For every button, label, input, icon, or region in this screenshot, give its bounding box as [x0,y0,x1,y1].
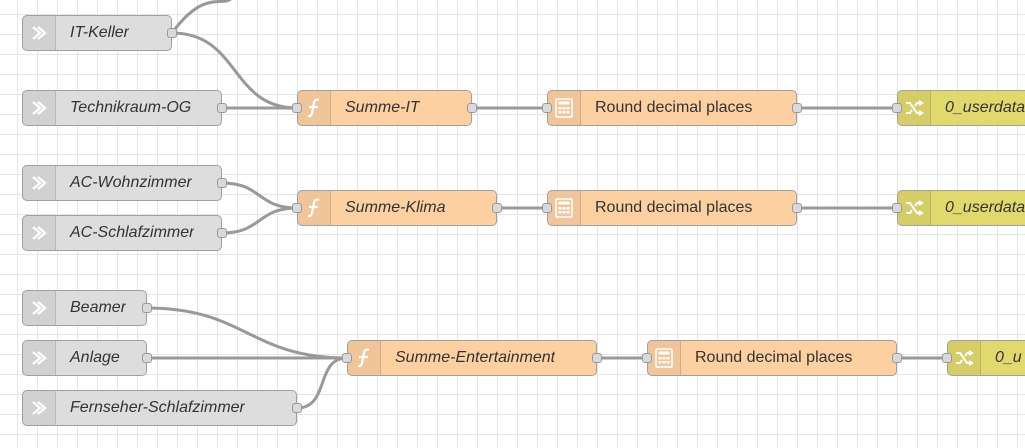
input-port[interactable] [892,103,902,113]
input-port[interactable] [292,203,302,213]
input-port[interactable] [542,103,552,113]
output-port[interactable] [292,403,302,413]
node-label: Beamer [70,299,127,316]
input-port[interactable] [642,353,652,363]
output-port[interactable] [467,103,477,113]
output-port[interactable] [142,353,152,363]
arrow-in-icon [23,16,56,50]
calculator-icon [548,191,581,225]
arrow-in-icon [23,166,56,200]
output-port[interactable] [217,178,227,188]
change-node-userdata-1[interactable]: 0_userdata [892,90,1025,126]
calc-node-round-3[interactable]: Round decimal places [642,340,902,376]
function-icon [298,91,331,125]
calculator-icon [548,91,581,125]
function-node-summe-entertainment[interactable]: Summe-Entertainment [342,340,602,376]
output-port[interactable] [167,28,177,38]
link-in-node-technikraum-og[interactable]: Technikraum-OG [22,90,227,126]
wire[interactable] [296,356,348,410]
shuffle-icon [898,191,931,225]
node-label: Round decimal places [595,99,753,116]
node-label: 0_u [995,349,1022,366]
node-label: 0_userdata [945,199,1025,216]
arrow-in-icon [23,291,56,325]
output-port[interactable] [792,203,802,213]
input-port[interactable] [542,203,552,213]
function-icon [348,341,381,375]
node-label: IT-Keller [70,24,129,41]
node-label: Summe-Entertainment [395,349,556,366]
link-in-node-fernseher-schlafzimmer[interactable]: Fernseher-Schlafzimmer [22,390,302,426]
output-port[interactable] [492,203,502,213]
function-icon [298,191,331,225]
wire[interactable] [221,206,298,235]
link-in-node-it-keller[interactable]: IT-Keller [22,15,177,51]
link-in-node-ac-schlafzimmer[interactable]: AC-Schlafzimmer [22,215,227,251]
wire[interactable] [170,0,232,34]
function-node-summe-it[interactable]: Summe-IT [292,90,477,126]
link-in-node-anlage[interactable]: Anlage [22,340,152,376]
output-port[interactable] [142,303,152,313]
arrow-in-icon [23,341,56,375]
node-label: 0_userdata [945,99,1025,116]
shuffle-icon [948,341,981,375]
calculator-icon [648,341,681,375]
arrow-in-icon [23,391,56,425]
arrow-in-icon [23,91,56,125]
calc-node-round-1[interactable]: Round decimal places [542,90,802,126]
link-in-node-beamer[interactable]: Beamer [22,290,152,326]
change-node-userdata-2[interactable]: 0_userdata [892,190,1025,226]
node-label: Anlage [70,349,120,366]
wire[interactable] [221,181,298,210]
output-port[interactable] [217,228,227,238]
input-port[interactable] [942,353,952,363]
input-port[interactable] [892,203,902,213]
output-port[interactable] [792,103,802,113]
arrow-in-icon [23,216,56,250]
node-label: Fernseher-Schlafzimmer [70,399,245,416]
node-label: AC-Schlafzimmer [70,224,195,241]
link-in-node-ac-wohnzimmer[interactable]: AC-Wohnzimmer [22,165,227,201]
node-label: Round decimal places [695,349,853,366]
node-label: Round decimal places [595,199,753,216]
node-label: Summe-Klima [345,199,446,216]
calc-node-round-2[interactable]: Round decimal places [542,190,802,226]
input-port[interactable] [342,353,352,363]
change-node-userdata-3[interactable]: 0_u [942,340,1025,376]
wire[interactable] [146,306,348,360]
node-label: Technikraum-OG [70,99,192,116]
output-port[interactable] [592,353,602,363]
output-port[interactable] [217,103,227,113]
node-label: Summe-IT [345,99,420,116]
function-node-summe-klima[interactable]: Summe-Klima [292,190,502,226]
output-port[interactable] [892,353,902,363]
node-label: AC-Wohnzimmer [70,174,192,191]
shuffle-icon [898,91,931,125]
wire[interactable] [171,31,298,110]
input-port[interactable] [292,103,302,113]
